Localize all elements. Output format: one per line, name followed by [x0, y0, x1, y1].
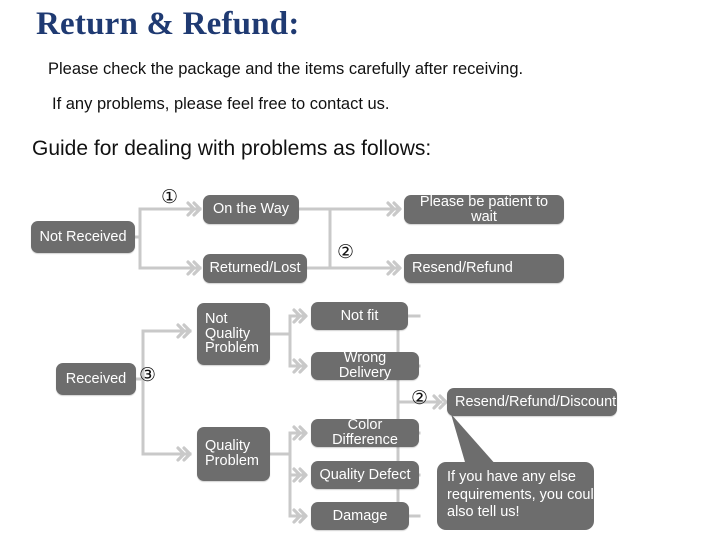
guide-heading: Guide for dealing with problems as follo… [32, 137, 432, 160]
step-marker-one: ① [161, 186, 179, 208]
callout-line-1: If you have any else [447, 469, 576, 485]
node-returned-lost[interactable]: Returned/Lost [203, 254, 307, 283]
step-marker-two-top: ② [337, 241, 355, 263]
node-quality-defect[interactable]: Quality Defect [311, 461, 419, 489]
node-not-received[interactable]: Not Received [31, 221, 135, 253]
callout-line-2: requirements, you could [447, 486, 602, 503]
page-title: Return & Refund: [36, 6, 300, 42]
node-not-quality-problem-line3: Problem [205, 340, 259, 357]
node-wrong-delivery[interactable]: Wrong Delivery [311, 351, 419, 380]
node-received[interactable]: Received [56, 363, 136, 395]
callout-line-3: also tell us! [447, 504, 520, 521]
node-not-quality-problem[interactable]: Not Quality Problem [197, 303, 270, 365]
instruction-line-1: Please check the package and the items c… [48, 60, 524, 78]
callout-bubble: If you have any else requirements, you c… [437, 462, 602, 531]
node-quality-problem[interactable]: Quality Problem [197, 427, 270, 481]
node-not-quality-problem-line1: Not [205, 310, 228, 327]
node-damage[interactable]: Damage [311, 502, 409, 530]
node-resend-refund[interactable]: Resend/Refund [404, 254, 564, 283]
instruction-line-2: If any problems, please feel free to con… [52, 95, 390, 113]
step-marker-three: ③ [139, 364, 157, 386]
node-on-the-way[interactable]: On the Way [203, 195, 299, 224]
node-not-quality-problem-line2: Quality [205, 325, 251, 342]
node-please-be-patient[interactable]: Please be patient to wait [404, 194, 564, 224]
node-color-difference[interactable]: Color Difference [311, 418, 419, 447]
node-quality-problem-line2: Problem [205, 453, 259, 469]
step-marker-two-bottom: ② [411, 387, 429, 409]
node-quality-problem-line1: Quality [205, 438, 251, 455]
node-resend-refund-discount[interactable]: Resend/Refund/Discount [447, 388, 617, 416]
node-not-fit[interactable]: Not fit [311, 302, 408, 330]
